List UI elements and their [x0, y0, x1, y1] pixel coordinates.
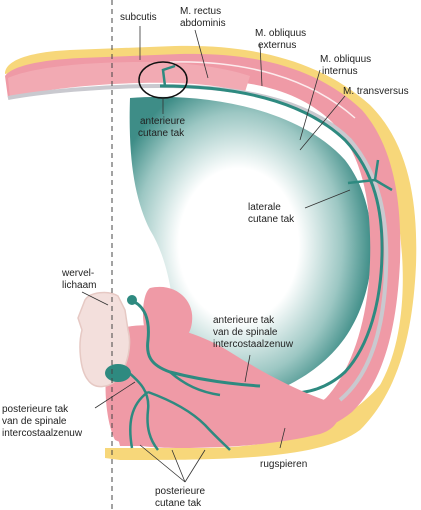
- label-anterior-branch-3: intercostaalzenuw: [213, 339, 294, 350]
- label-posterior-branch-3: intercostaalzenuw: [2, 428, 83, 439]
- label-obliquus-internus-2: internus: [322, 66, 358, 77]
- label-transversus: M. transversus: [343, 86, 409, 97]
- label-anterior-cutaneous-1: anterieure: [140, 116, 185, 127]
- label-lateral-cutaneous-2: cutane tak: [248, 214, 295, 225]
- label-anterior-branch-1: anterieure tak: [213, 315, 275, 326]
- label-obliquus-internus-1: M. obliquus: [320, 54, 371, 65]
- label-obliquus-externus-2: externus: [258, 40, 296, 51]
- label-posterior-cutaneous-2: cutane tak: [155, 498, 202, 509]
- label-wervel-1: wervel-: [61, 268, 94, 279]
- label-subcutis: subcutis: [120, 12, 157, 23]
- label-posterior-branch-2: van de spinale: [2, 416, 67, 427]
- label-posterior-cutaneous-1: posterieure: [155, 486, 205, 497]
- label-lateral-cutaneous-1: laterale: [248, 202, 281, 213]
- label-posterior-branch-1: posterieure tak: [2, 404, 69, 415]
- label-rugspieren: rugspieren: [260, 459, 307, 470]
- label-rectus-2: abdominis: [180, 18, 226, 29]
- label-anterior-branch-2: van de spinale: [213, 327, 278, 338]
- spinal-cord: [105, 364, 131, 382]
- ganglion: [127, 295, 137, 305]
- label-anterior-cutaneous-2: cutane tak: [138, 128, 185, 139]
- label-rectus-1: M. rectus: [180, 6, 221, 17]
- label-wervel-2: lichaam: [62, 280, 96, 291]
- label-obliquus-externus-1: M. obliquus: [255, 28, 306, 39]
